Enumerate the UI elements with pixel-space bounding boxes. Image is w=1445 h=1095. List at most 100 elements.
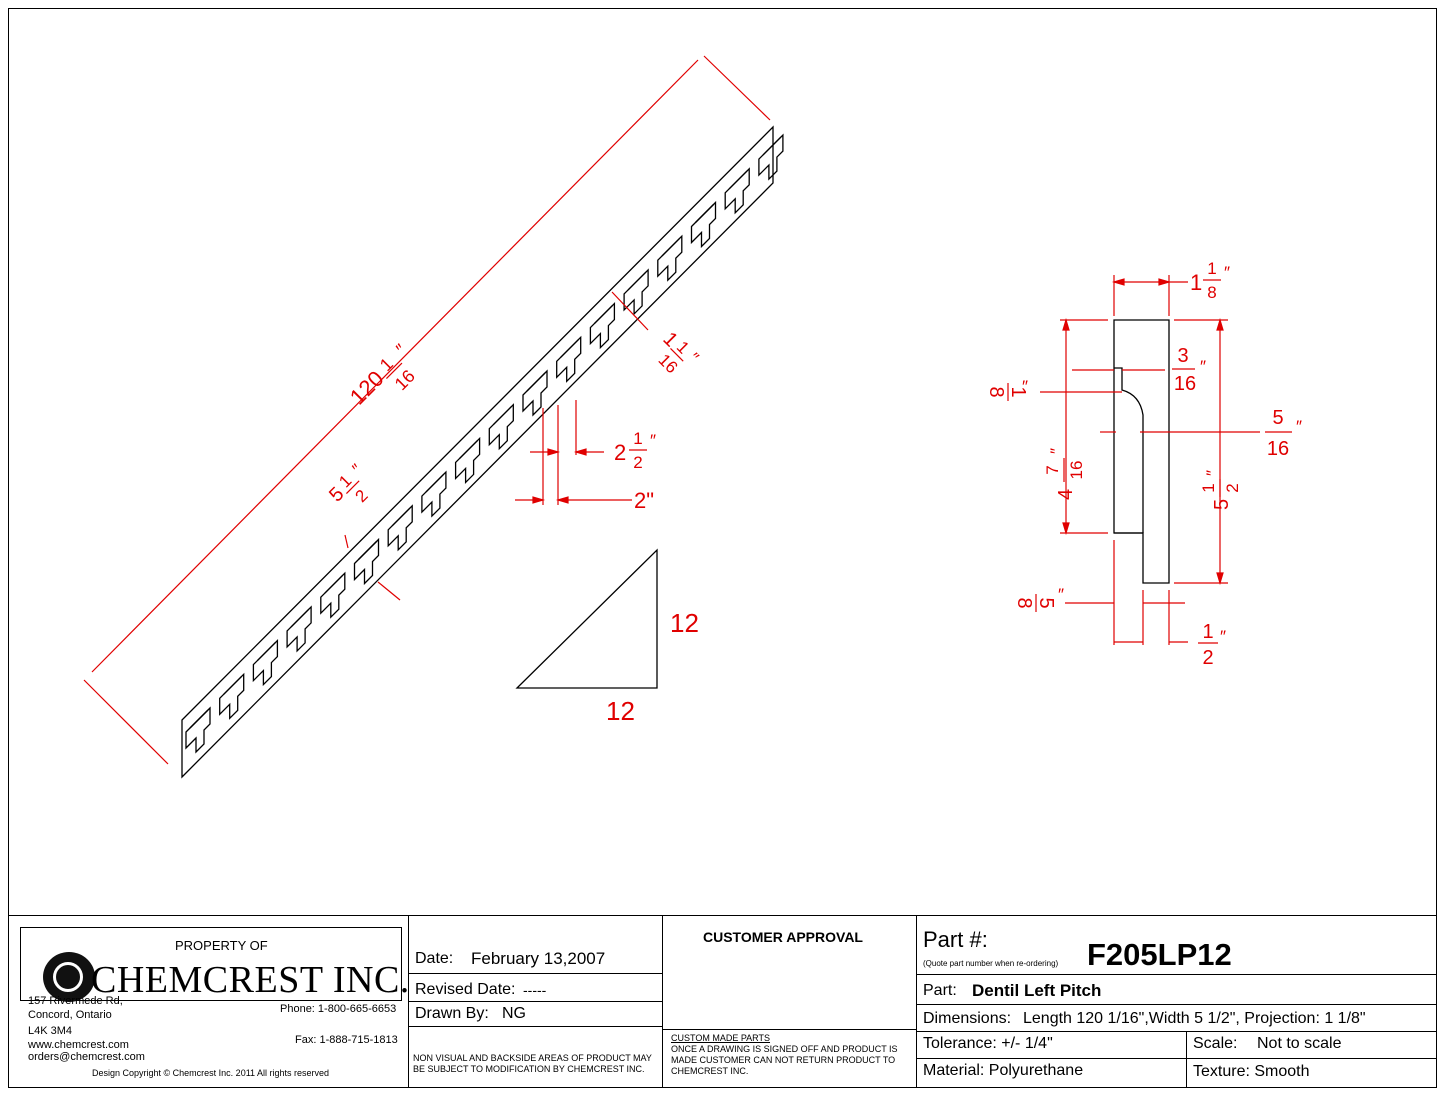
address-line-2: Concord, Ontario [28, 1009, 112, 1021]
dentil-tooth-edge [728, 170, 748, 190]
part-value: Dentil Left Pitch [972, 981, 1102, 1000]
svg-text:8: 8 [985, 386, 1007, 397]
svg-text:1: 1 [1199, 483, 1218, 492]
svg-text:″: ″ [349, 460, 367, 478]
svg-text:8: 8 [1013, 597, 1035, 608]
svg-text:5: 5 [1211, 499, 1233, 510]
dentil-tooth-edge [189, 709, 209, 729]
scale-label: Scale: [1193, 1035, 1238, 1052]
svg-text:″: ″ [1200, 357, 1206, 376]
svg-text:8: 8 [1207, 283, 1216, 302]
svg-text:1: 1 [1202, 621, 1213, 643]
tooth-width-label: 2" [634, 488, 654, 513]
approval-cell: CUSTOMER APPROVAL CUSTOM MADE PARTS ONCE… [663, 915, 917, 1088]
dentil-tooth-edge [526, 372, 546, 392]
svg-text:″: ″ [1022, 377, 1028, 396]
revised-label: Revised Date: [415, 981, 516, 998]
dentil-tooth-edge [492, 406, 512, 426]
property-of: PROPERTY OF [175, 938, 268, 953]
fax: Fax: 1-888-715-1813 [295, 1034, 398, 1046]
dentil-tooth [454, 436, 481, 484]
dimensions-label: Dimensions: [923, 1010, 1012, 1027]
section-dimensions [1040, 275, 1260, 645]
email[interactable]: orders@chemcrest.com [28, 1051, 145, 1063]
dentil-tooth-edge [290, 608, 310, 628]
dentil-tooth-edge [256, 642, 276, 662]
texture: Texture: Smooth [1193, 1063, 1310, 1080]
section-labels: 1 1 8 ″ 3 16 ″ 5 16 ″ 1 8 ″ 4 7 16 ″ 5 1 [985, 259, 1302, 669]
pitch-run-label: 12 [606, 696, 635, 726]
company-logo-box: PROPERTY OF CHEMCREST INC. [20, 927, 409, 1002]
dentil-tooth-edge [459, 439, 479, 459]
pitch-rise-label: 12 [670, 608, 699, 638]
part-number: F205LP12 [1087, 937, 1232, 972]
technical-drawing: 120 1 16 ″ 5 1 2 ″ 1 1 16 ″ [83, 55, 1302, 779]
svg-text:5: 5 [1035, 597, 1057, 608]
dentil-strip [181, 125, 784, 779]
part-no-label: Part #: [923, 927, 988, 952]
date-label: Date: [415, 950, 454, 967]
section-profile [1113, 319, 1170, 584]
custom-parts-title: CUSTOM MADE PARTS [671, 1033, 771, 1043]
date-cell: Date: February 13,2007 Revised Date: ---… [409, 915, 663, 1088]
dentil-tooth [286, 605, 312, 653]
website[interactable]: www.chemcrest.com [28, 1039, 129, 1051]
dentil-tooth [219, 672, 245, 720]
custom-parts-note: ONCE A DRAWING IS SIGNED OFF AND PRODUCT… [671, 1044, 898, 1076]
company-cell: PROPERTY OF CHEMCREST INC. 157 Rivermede… [8, 915, 409, 1088]
phone: Phone: 1-800-665-6653 [280, 1003, 397, 1015]
customer-approval: CUSTOMER APPROVAL [703, 929, 863, 945]
title-block-border [8, 915, 1437, 1088]
chemcrest-logo-icon [43, 952, 95, 1002]
svg-text:1: 1 [1190, 270, 1202, 295]
modification-note: NON VISUAL AND BACKSIDE AREAS OF PRODUCT… [413, 1053, 652, 1074]
dentil-tooth-edge [324, 574, 344, 594]
dentil-tooth-edge [593, 305, 613, 325]
svg-text:1: 1 [1207, 259, 1216, 278]
date-value: February 13,2007 [471, 949, 606, 968]
length-dimension [83, 55, 771, 765]
svg-text:1: 1 [633, 429, 642, 448]
dentil-tooth-edge [391, 507, 411, 527]
svg-text:2: 2 [614, 440, 626, 465]
spacing-label: 2 1 2 ″ [614, 429, 656, 472]
width-label: 5 1 2 ″ [325, 460, 372, 506]
dimensions-value: Length 120 1/16",Width 5 1/2", Projectio… [1023, 1010, 1366, 1027]
dentil-tooth-edge [695, 204, 714, 223]
svg-text:2: 2 [1223, 483, 1242, 492]
tooth-depth-dimension [611, 291, 649, 331]
svg-text:″: ″ [1220, 627, 1226, 646]
svg-text:″: ″ [650, 431, 656, 450]
pitch-triangle [515, 548, 658, 689]
part-label: Part: [923, 982, 957, 999]
svg-text:16: 16 [1174, 373, 1196, 395]
svg-text:″: ″ [1047, 448, 1066, 454]
dentil-tooth [421, 470, 447, 518]
dentil-tooth-edge [358, 541, 377, 560]
dentil-teeth [185, 133, 784, 754]
svg-text:2: 2 [633, 453, 642, 472]
dentil-tooth [488, 403, 514, 451]
svg-text:5: 5 [1272, 407, 1283, 429]
dentil-tooth [353, 537, 380, 586]
dentil-tooth [758, 133, 784, 181]
dentil-tooth-edge [661, 237, 681, 257]
dentil-tooth [185, 706, 211, 754]
svg-text:″: ″ [685, 349, 703, 367]
dentil-tooth [690, 200, 717, 249]
drawn-label: Drawn By: [415, 1005, 489, 1022]
scale-value: Not to scale [1257, 1035, 1342, 1052]
svg-text:2: 2 [352, 486, 372, 506]
dentil-tooth [623, 268, 649, 316]
dentil-tooth [657, 234, 683, 282]
part-no-note: (Quote part number when re-ordering) [923, 959, 1059, 968]
dentil-tooth-edge [560, 338, 580, 358]
dentil-tooth-edge [223, 675, 243, 695]
part-cell: Part #: (Quote part number when re-order… [917, 915, 1437, 1088]
svg-text:4: 4 [1055, 489, 1077, 500]
dentil-tooth [522, 369, 548, 417]
svg-text:″: ″ [1058, 585, 1064, 604]
svg-text:″: ″ [1296, 417, 1302, 436]
length-label: 120 1 16 ″ [345, 340, 419, 410]
dentil-tooth-edge [762, 136, 782, 156]
